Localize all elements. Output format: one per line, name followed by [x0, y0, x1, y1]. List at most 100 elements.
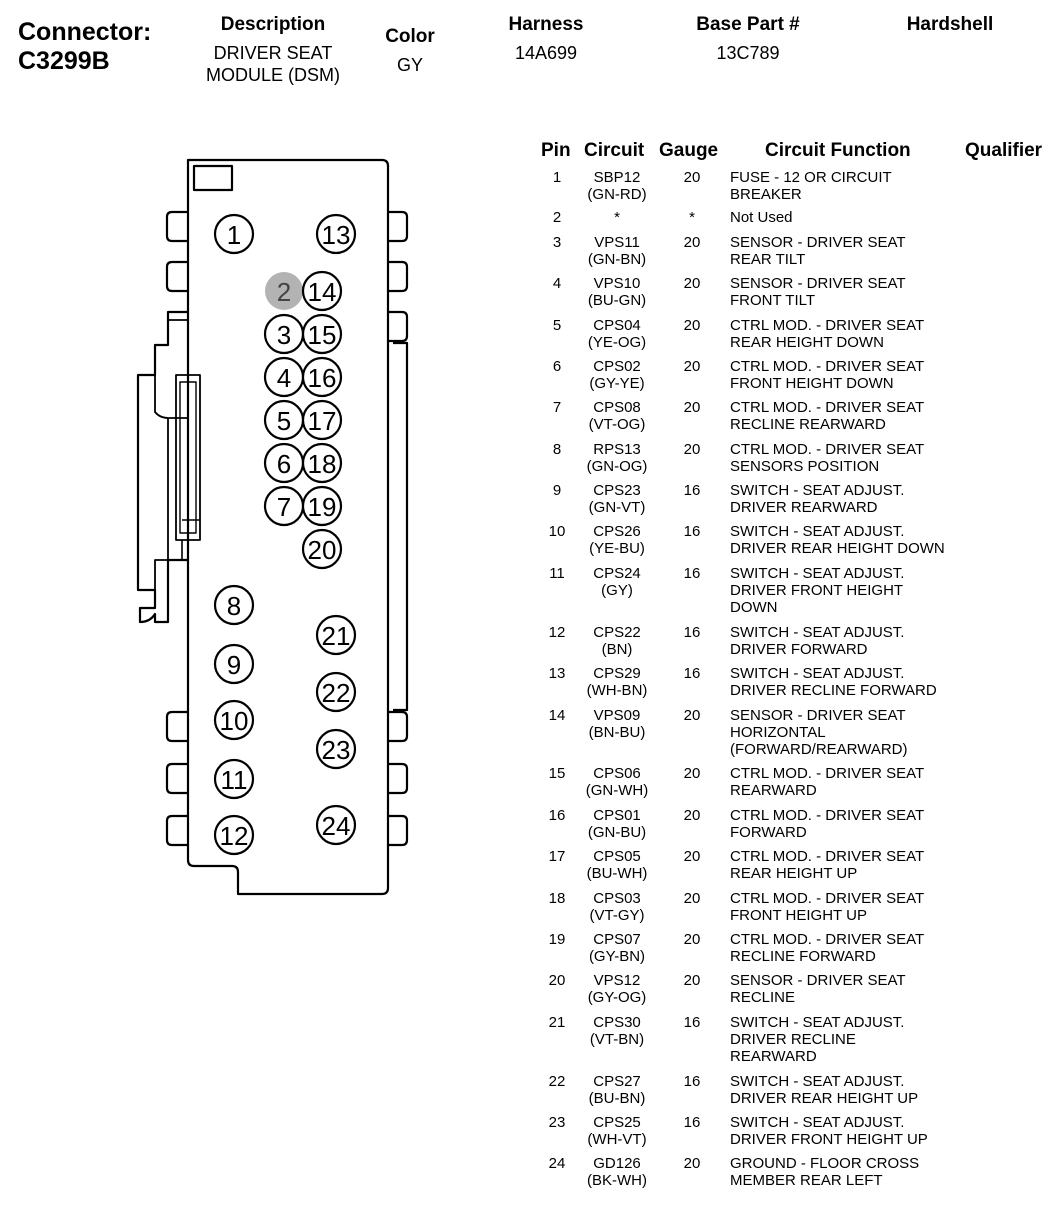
description-label: Description: [220, 14, 326, 35]
pin-3-label: 3: [277, 320, 291, 350]
pin-number: 6: [552, 358, 562, 375]
gauge-cell: 20: [683, 1155, 701, 1172]
base-part-block: Base Part # 13C789: [680, 14, 816, 64]
circuit-cell: CPS27 (BU-BN): [588, 1073, 646, 1107]
function-cell: SENSOR - DRIVER SEAT RECLINE: [730, 972, 906, 1006]
gauge-cell: 16: [683, 482, 701, 499]
gauge-cell: 20: [683, 848, 701, 865]
harness-value: 14A699: [514, 43, 578, 63]
pin-number: 18: [548, 890, 566, 907]
function-cell: CTRL MOD. - DRIVER SEAT RECLINE REARWARD: [730, 399, 925, 433]
function-cell: SWITCH - SEAT ADJUST. DRIVER REAR HEIGHT…: [730, 1073, 919, 1107]
gauge-cell: 20: [683, 931, 701, 948]
pin-5-label: 5: [277, 406, 291, 436]
connector-title: Connector: C3299B: [18, 18, 151, 76]
pin-13-label: 13: [322, 220, 351, 250]
pin-8-cavity: [213, 584, 255, 626]
pin-24-cavity: [315, 804, 357, 846]
hardshell-label: Hardshell: [906, 14, 994, 35]
gauge-cell: *: [689, 209, 695, 226]
function-cell: SWITCH - SEAT ADJUST. DRIVER REAR HEIGHT…: [730, 523, 945, 557]
function-cell: CTRL MOD. - DRIVER SEAT FRONT HEIGHT UP: [730, 890, 925, 924]
gauge-cell: 16: [683, 624, 701, 641]
description-value: DRIVER SEAT MODULE (DSM): [206, 43, 340, 85]
gauge-cell: 20: [683, 707, 701, 724]
pin-number: 14: [548, 707, 566, 724]
pin-12-label: 12: [220, 821, 249, 851]
pin-10-label: 10: [220, 706, 249, 736]
pin-1-label: 1: [227, 220, 241, 250]
function-cell: SWITCH - SEAT ADJUST. DRIVER RECLINE REA…: [730, 1014, 905, 1065]
color-block: Color GY: [368, 26, 452, 76]
col-header-pin: Pin: [541, 140, 571, 161]
pin-23-label: 23: [322, 735, 351, 765]
gauge-cell: 20: [683, 169, 701, 186]
function-cell: CTRL MOD. - DRIVER SEAT REAR HEIGHT DOWN: [730, 317, 925, 351]
col-header-qualifier: Qualifier: [965, 140, 1043, 161]
circuit-cell: CPS04 (YE-OG): [587, 317, 647, 351]
base-part-label: Base Part #: [696, 14, 800, 35]
function-cell: FUSE - 12 OR CIRCUIT BREAKER: [730, 169, 892, 203]
pin-1-cavity: [213, 213, 255, 255]
function-cell: SWITCH - SEAT ADJUST. DRIVER REARWARD: [730, 482, 905, 516]
function-cell: CTRL MOD. - DRIVER SEAT SENSORS POSITION: [730, 441, 925, 475]
pin-20-cavity: [301, 528, 343, 570]
pin-18-label: 18: [308, 449, 337, 479]
circuit-cell: CPS26 (YE-BU): [589, 523, 645, 557]
base-part-value: 13C789: [716, 43, 780, 63]
pin-17-label: 17: [308, 406, 337, 436]
pin-21-cavity: [315, 614, 357, 656]
function-cell: CTRL MOD. - DRIVER SEAT REAR HEIGHT UP: [730, 848, 925, 882]
pin-number: 10: [548, 523, 566, 540]
gauge-cell: 20: [683, 234, 701, 251]
pin-number: 20: [548, 972, 566, 989]
pin-8-label: 8: [227, 591, 241, 621]
circuit-cell: CPS22 (BN): [593, 624, 641, 658]
pin-24-label: 24: [322, 811, 351, 841]
function-cell: SWITCH - SEAT ADJUST. DRIVER FRONT HEIGH…: [730, 1114, 928, 1148]
function-cell: CTRL MOD. - DRIVER SEAT FORWARD: [730, 807, 925, 841]
circuit-cell: CPS02 (GY-YE): [589, 358, 645, 392]
circuit-cell: VPS10 (BU-GN): [587, 275, 647, 309]
pin-16-cavity: [301, 356, 343, 398]
function-cell: SWITCH - SEAT ADJUST. DRIVER FRONT HEIGH…: [730, 565, 905, 616]
pin-number: 17: [548, 848, 566, 865]
gauge-cell: 20: [683, 399, 701, 416]
gauge-cell: 16: [683, 665, 701, 682]
function-cell: SENSOR - DRIVER SEAT REAR TILT: [730, 234, 906, 268]
pin-23-cavity: [315, 728, 357, 770]
pin-14-label: 14: [308, 277, 337, 307]
harness-block: Harness 14A699: [486, 14, 606, 64]
pin-number: 1: [552, 169, 562, 186]
circuit-cell: CPS30 (VT-BN): [589, 1014, 645, 1048]
inner-rail: [393, 341, 409, 712]
top-tab: [192, 164, 234, 192]
gauge-cell: 20: [683, 275, 701, 292]
pin-6-label: 6: [277, 449, 291, 479]
pin-14-cavity: [301, 270, 343, 312]
pin-number: 11: [549, 565, 565, 582]
color-value: GY: [396, 55, 423, 75]
function-cell: GROUND - FLOOR CROSS MEMBER REAR LEFT: [730, 1155, 920, 1189]
hardshell-block: Hardshell: [890, 14, 1010, 36]
pin-number: 24: [548, 1155, 566, 1172]
gauge-cell: 20: [683, 807, 701, 824]
pin-20-label: 20: [308, 535, 337, 565]
pin-number: 13: [548, 665, 566, 682]
circuit-cell: CPS03 (VT-GY): [589, 890, 645, 924]
connector-housing: [186, 158, 390, 896]
pin-number: 8: [552, 441, 562, 458]
pin-number: 16: [548, 807, 566, 824]
circuit-cell: CPS01 (GN-BU): [587, 807, 647, 841]
circuit-cell: CPS29 (WH-BN): [586, 665, 648, 699]
pin-22-label: 22: [322, 678, 351, 708]
function-cell: SENSOR - DRIVER SEAT HORIZONTAL (FORWARD…: [730, 707, 908, 758]
gauge-cell: 20: [683, 358, 701, 375]
pin-7-label: 7: [277, 492, 291, 522]
pin-9-cavity: [213, 643, 255, 685]
gauge-cell: 20: [683, 890, 701, 907]
description-block: Description DRIVER SEAT MODULE (DSM): [188, 14, 358, 86]
col-header-gauge: Gauge: [659, 140, 719, 161]
pin-12-cavity: [213, 814, 255, 856]
